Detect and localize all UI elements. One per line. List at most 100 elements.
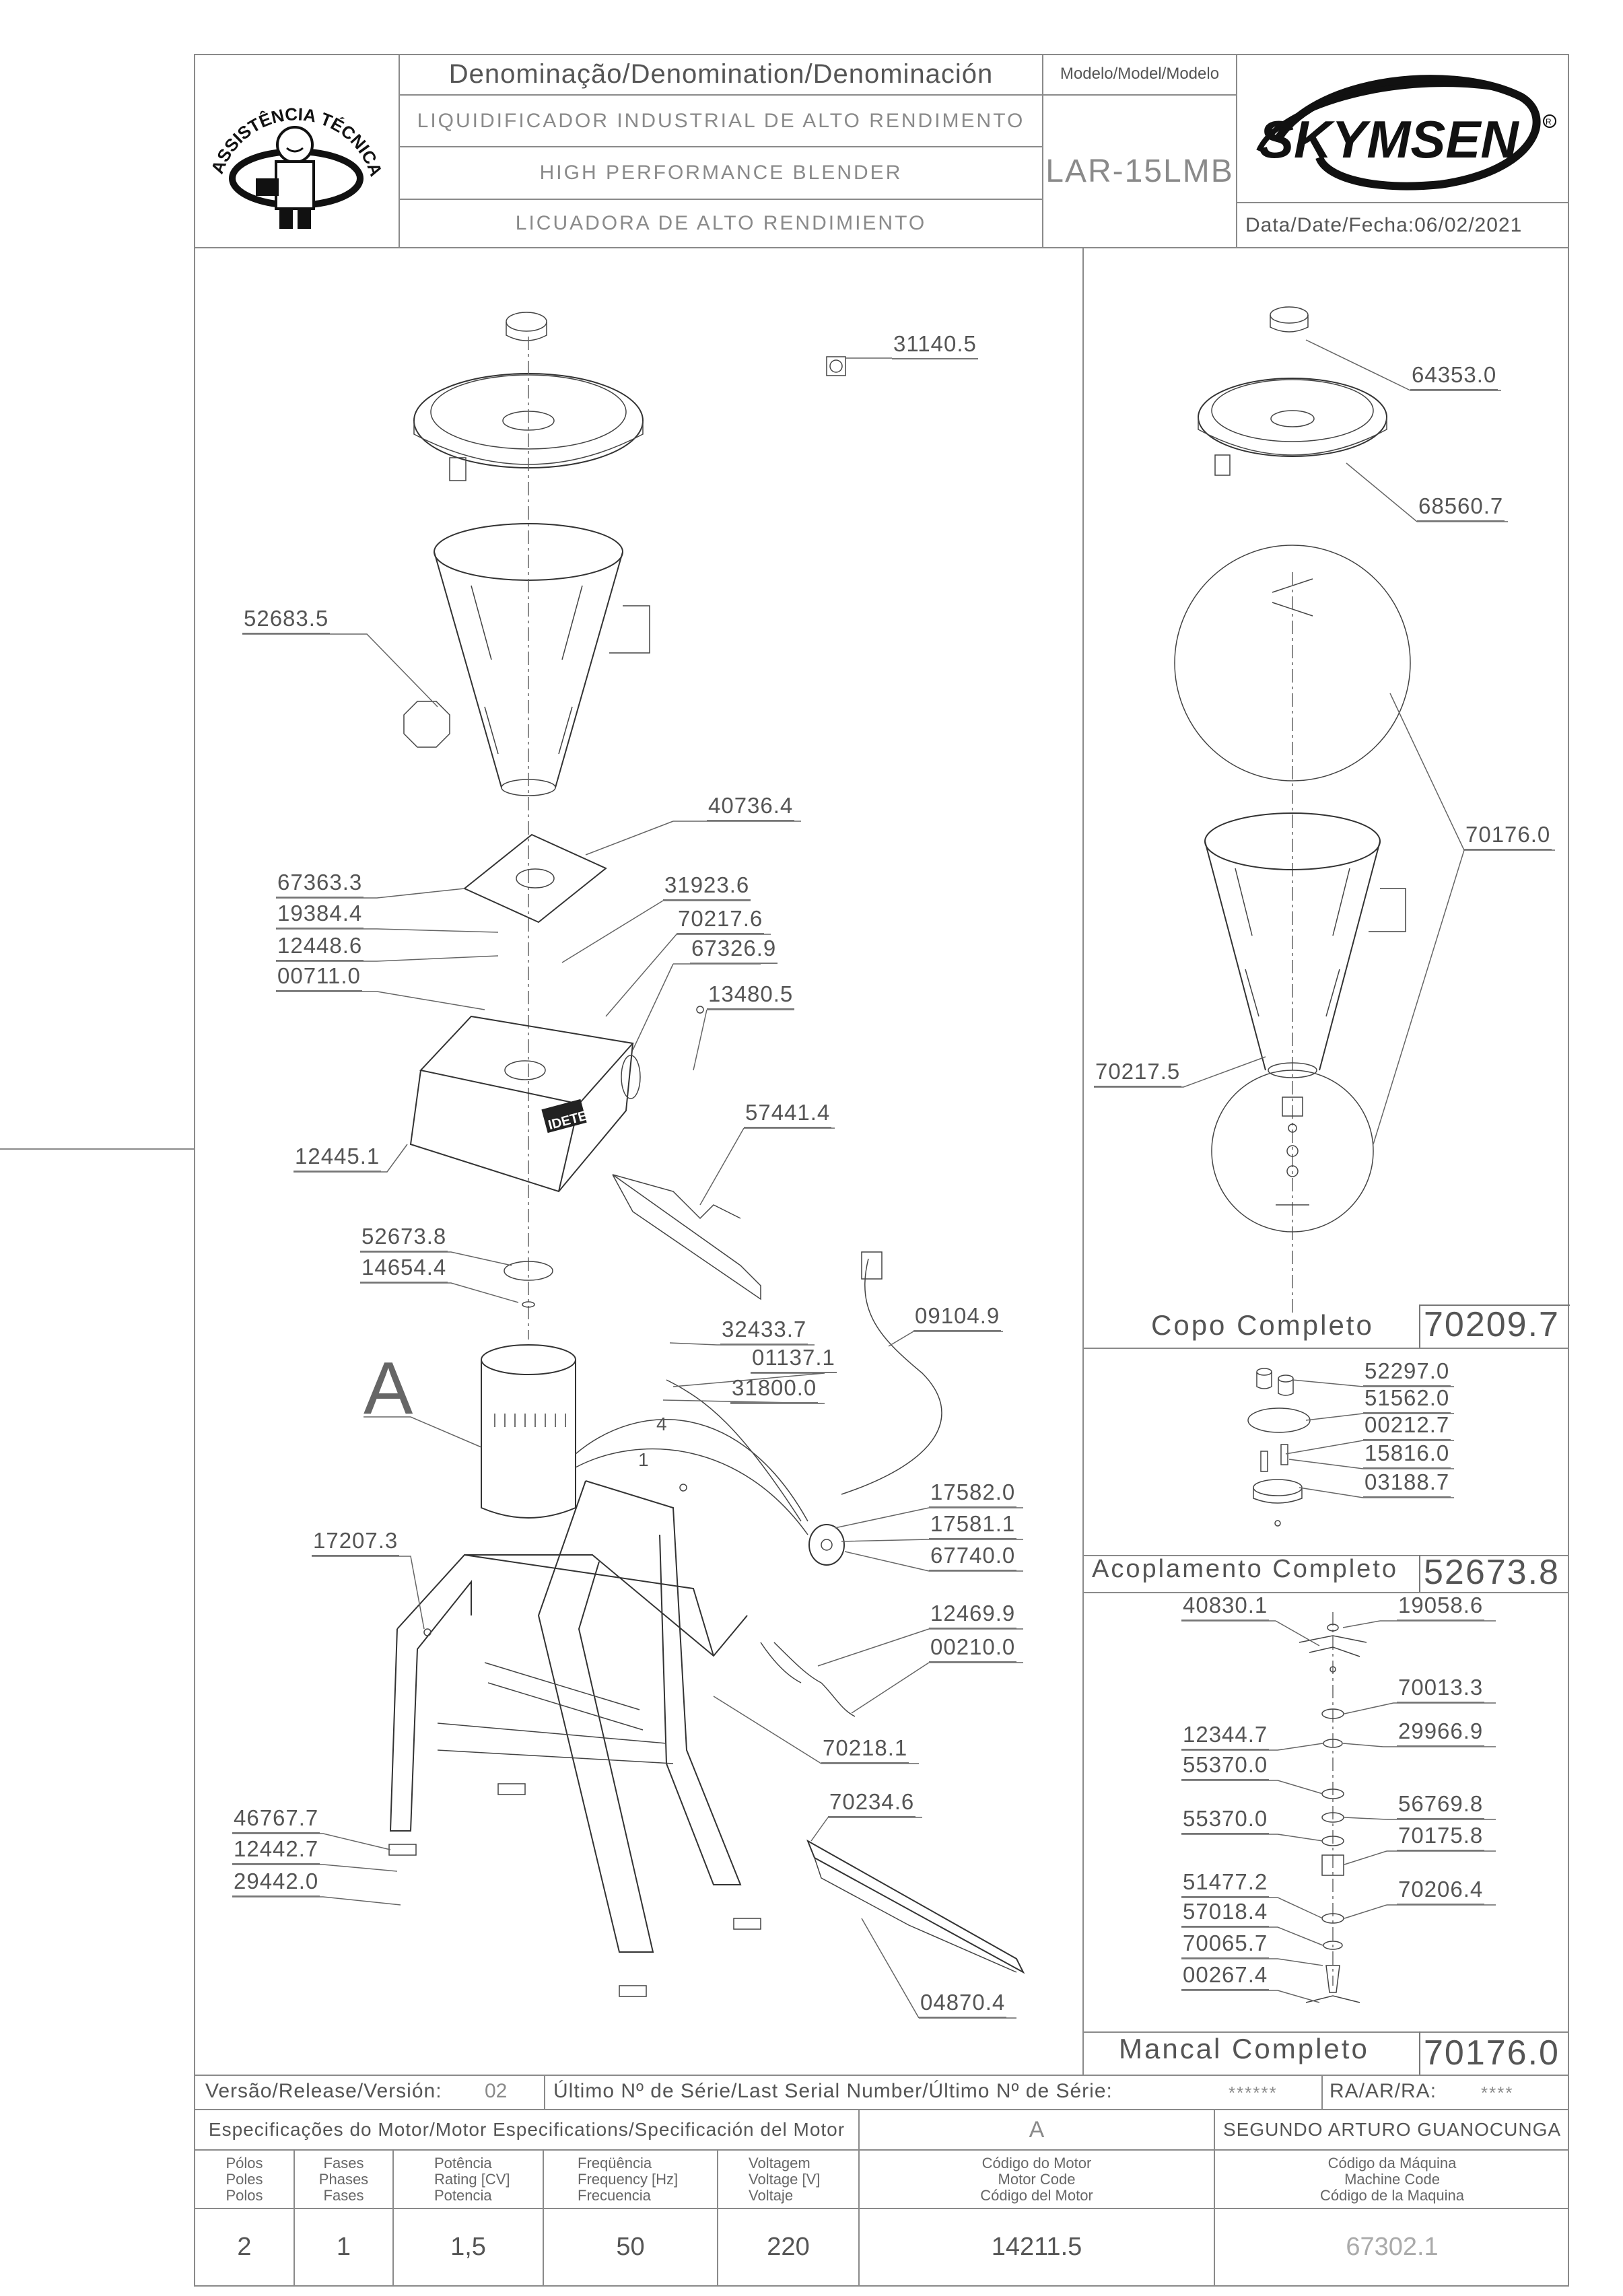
col-machine-code-pt: Código da Máquina [1327,2154,1457,2171]
bearing-housing [1322,1855,1344,1875]
col-phases-es: Fases [323,2186,364,2204]
date-value: 06/02/2021 [1414,214,1523,236]
part-52297-0: 52297.0 [1363,1358,1451,1387]
part-52683-5: 52683.5 [242,606,331,634]
part-12448-6: 12448.6 [276,933,364,961]
serial-label: Último Nº de Série/Last Serial Number/Úl… [553,2080,1113,2102]
header-line [399,94,1236,96]
part-64353-0: 64353.0 [1410,362,1498,390]
ra-value: **** [1481,2083,1514,2103]
motor-spec-letter: A [1029,2116,1045,2143]
part-12469-9: 12469.9 [929,1601,1017,1629]
footer-divider [392,2149,394,2287]
panel-line [1082,1348,1569,1349]
panel-line [194,2075,1569,2076]
support-rail [808,1841,1023,1972]
val-phases: 1 [336,2233,351,2261]
acoplamento-number-box [1419,1555,1570,1592]
val-voltage: 220 [767,2233,810,2261]
col-freq-header: Freqüência Frequency [Hz] Frecuencia [544,2151,717,2208]
product-name-pt: LIQUIDIFICADOR INDUSTRIAL DE ALTO RENDIM… [417,109,1025,132]
part-29966-9: 29966.9 [1397,1718,1485,1747]
foot [734,1918,761,1929]
stand-frame [390,1481,747,1952]
cord-bracket [613,1175,761,1299]
panel-divider [1082,247,1084,2075]
header-divider [1236,54,1237,247]
col-poles-en: Poles [226,2170,263,2188]
switch [809,1525,844,1565]
footer-divider [717,2149,718,2287]
part-57441-4: 57441.4 [744,1100,832,1128]
wire-label-1: 1 [638,1449,649,1470]
margin-line [0,1148,194,1150]
part-00267-4: 00267.4 [1181,1962,1270,1990]
part-13480-5: 13480.5 [707,981,795,1010]
part-31140-5: 31140.5 [892,331,978,359]
part-67740-0: 67740.0 [929,1543,1017,1571]
col-power-es: Potencia [434,2186,492,2204]
col-voltage-pt: Voltagem [749,2154,810,2171]
part-57018-4: 57018.4 [1181,1899,1270,1927]
footer-line [194,2208,1569,2209]
part-70218-1: 70218.1 [821,1735,909,1764]
footer-divider [1321,2075,1323,2109]
val-machine-code: 67302.1 [1346,2233,1439,2261]
part-09104-9: 09104.9 [913,1303,1002,1331]
val-poles: 2 [237,2233,252,2261]
motor-spec-label: Especificações do Motor/Motor Especifica… [208,2119,845,2140]
version-value: 02 [485,2080,508,2102]
part-70175-8: 70175.8 [1397,1823,1485,1851]
part-31800-0: 31800.0 [730,1375,819,1403]
footer-line [194,2109,1569,2110]
part-70217-5: 70217.5 [1094,1059,1182,1087]
drawing-border [194,54,1569,2287]
foot [498,1784,525,1795]
col-motor-code-header: Código do Motor Motor Code Código del Mo… [860,2151,1214,2208]
col-poles-header: Pólos Poles Polos [195,2151,293,2208]
panel-line [1082,2031,1569,2033]
brand-name: SKYMSEN [1259,110,1519,169]
header-divider [399,54,400,247]
val-power: 1,5 [450,2233,486,2261]
col-freq-es: Frecuencia [578,2186,651,2204]
motor-wires [576,1420,808,1521]
col-phases-pt: Fases [323,2154,364,2171]
part-55370-0-b: 55370.0 [1181,1806,1270,1834]
coupling [504,1261,553,1280]
col-phases-header: Fases Phases Fases [295,2151,392,2208]
mancal-number: 70176.0 [1424,2033,1560,2073]
header-line [399,199,1042,200]
model-title: Modelo/Model/Modelo [1060,65,1220,83]
part-19058-6: 19058.6 [1397,1593,1485,1621]
part-70176-0: 70176.0 [1464,822,1552,850]
val-motor-code: 14211.5 [991,2233,1082,2261]
acoplamento-number: 52673.8 [1424,1553,1560,1592]
part-70234-6: 70234.6 [828,1789,916,1817]
col-poles-es: Polos [226,2186,263,2204]
part-00212-7: 00212.7 [1363,1412,1451,1440]
date-label: Data/Date/Fecha: [1245,214,1415,236]
wire-label-4: 4 [656,1414,667,1434]
date-field: Data/Date/Fecha:06/02/2021 [1245,214,1522,237]
foot [619,1986,646,1996]
motor-letter: A [364,1347,413,1430]
panel-line [1082,1555,1569,1556]
header-line [1236,202,1569,203]
part-17582-0: 17582.0 [929,1480,1017,1508]
part-40830-1: 40830.1 [1181,1593,1270,1621]
col-freq-en: Frequency [Hz] [578,2170,679,2188]
footer-divider [544,2075,545,2109]
product-name-en: HIGH PERFORMANCE BLENDER [539,162,903,184]
col-machine-code-en: Machine Code [1344,2170,1440,2188]
part-31923-6: 31923.6 [663,872,751,901]
header-line [399,146,1042,147]
part-14654-4: 14654.4 [360,1255,448,1283]
copo-lid [1198,378,1387,456]
footer-line [194,2149,1569,2151]
footer-divider [858,2109,860,2287]
col-machine-code-es: Código de la Maquina [1319,2186,1465,2204]
ra-label: RA/AR/RA: [1330,2080,1437,2102]
col-machine-code-header: Código da Máquina Machine Code Código de… [1215,2151,1569,2208]
